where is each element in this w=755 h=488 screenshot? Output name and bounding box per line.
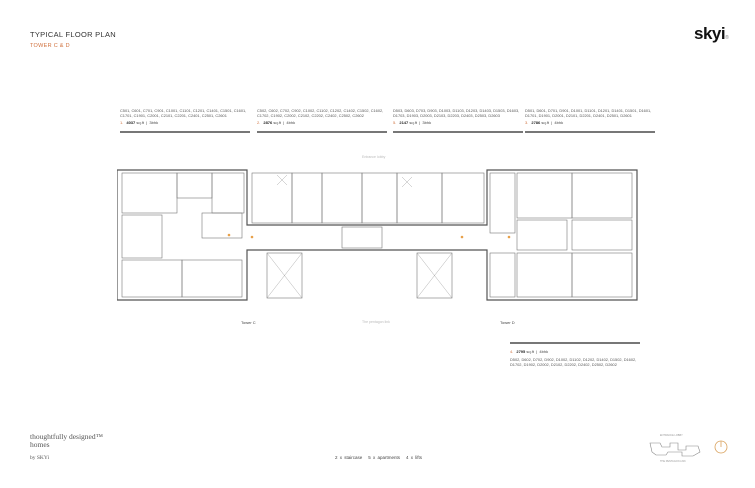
unit-list: C502, C602, C702, C902, C1002, C1102, C1… — [257, 108, 384, 118]
unit-3-info: D501, D601, D701, D901, D1001, D1101, D1… — [525, 108, 655, 133]
staircase — [266, 252, 303, 299]
unit-list: D503, D603, D703, D903, D1003, D1103, D1… — [393, 108, 520, 118]
room — [251, 172, 293, 224]
north-compass-icon — [714, 440, 728, 454]
entry-markers — [227, 233, 511, 239]
unit-list: D501, D601, D701, D901, D1001, D1101, D1… — [525, 108, 652, 118]
entrance-note: Entrance lobby — [362, 155, 386, 159]
staircase — [416, 252, 453, 299]
lift-lobby — [341, 226, 383, 249]
room — [571, 252, 633, 298]
by-skyi: by SKYi — [30, 455, 50, 461]
room — [489, 252, 516, 298]
skyi-logo: skyi® — [694, 24, 729, 43]
unit-list: D502, D602, D702, D902, D1002, D1102, D1… — [510, 357, 637, 367]
room — [361, 172, 398, 224]
room — [201, 212, 243, 239]
room — [121, 172, 178, 214]
room — [121, 214, 163, 259]
room — [396, 172, 443, 224]
building-outline — [117, 169, 638, 301]
room — [176, 172, 213, 199]
room — [181, 259, 243, 298]
unit-1-info: C501, C601, C701, C901, C1001, C1101, C1… — [120, 108, 250, 133]
tower-c-label: Tower C — [241, 320, 256, 325]
tower-d-label: Tower D — [500, 320, 515, 325]
room — [516, 252, 573, 298]
room — [571, 219, 633, 251]
unit-list: C501, C601, C701, C901, C1001, C1101, C1… — [120, 108, 247, 118]
room — [516, 172, 573, 219]
key-plan — [649, 442, 701, 457]
room — [441, 172, 485, 224]
unit-2-info: C502, C602, C702, C902, C1002, C1102, C1… — [257, 108, 387, 133]
room — [489, 172, 516, 234]
unit-5-info: D503, D603, D703, D903, D1003, D1103, D1… — [393, 108, 523, 133]
key-plan-top-label: ENTRANCE LOBBY — [660, 434, 683, 437]
room — [516, 219, 568, 251]
pentagon-link-note: The pentagon link — [362, 320, 390, 324]
floor-plan — [117, 169, 638, 301]
page-title: TYPICAL FLOOR PLAN — [30, 30, 116, 39]
room — [571, 172, 633, 219]
room — [211, 172, 245, 214]
room — [121, 259, 183, 298]
room — [291, 172, 323, 224]
tower-subtitle: TOWER C & D — [30, 43, 70, 49]
key-plan-bottom-label: THE PENTAGON LINK — [660, 460, 686, 463]
unit-4-info: 4.2795 sq.ft | 4bhk D502, D602, D702, D9… — [510, 342, 640, 367]
room — [321, 172, 363, 224]
